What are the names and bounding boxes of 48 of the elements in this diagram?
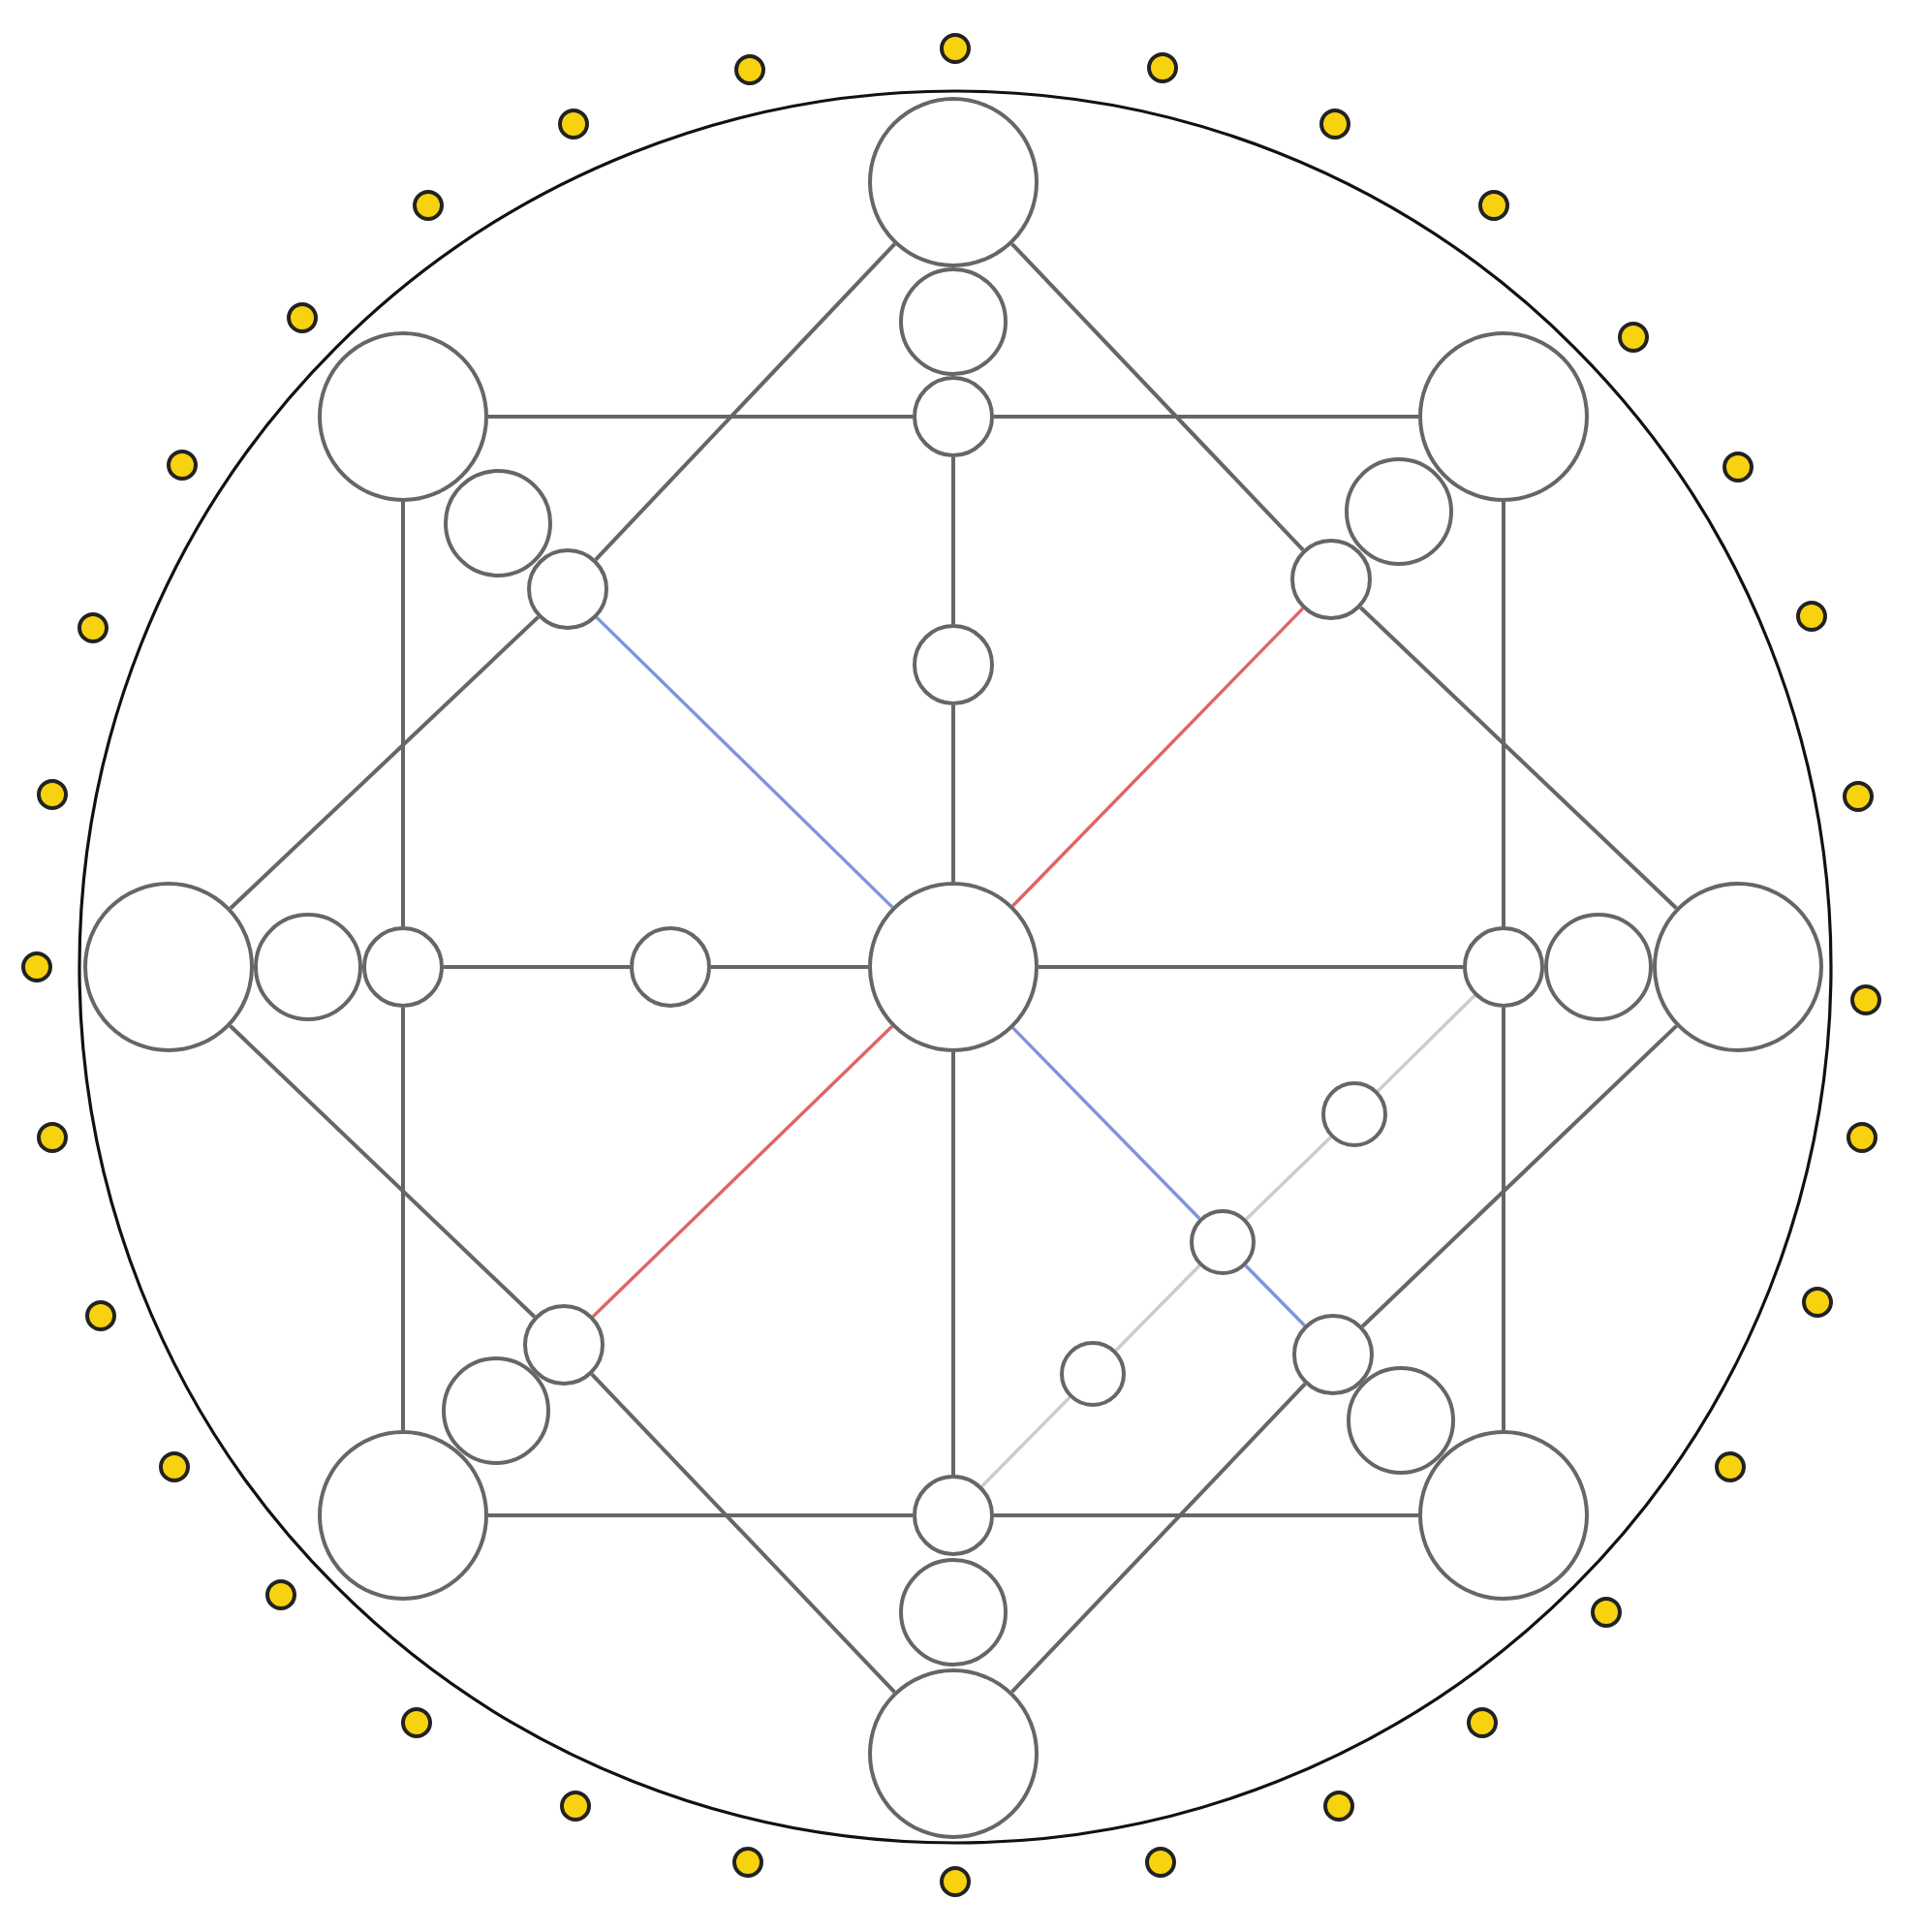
circle-node: [523, 1304, 605, 1386]
circle-node: [442, 1356, 550, 1465]
connector-line: [1377, 994, 1476, 1093]
connector-line: [711, 965, 868, 969]
connector-line: [1244, 1264, 1306, 1327]
connector-line: [1359, 606, 1678, 910]
circle-node: [630, 926, 711, 1008]
connector-line: [594, 242, 896, 561]
circle-node: [362, 926, 444, 1008]
connector-line: [488, 1513, 913, 1517]
connector-line: [951, 457, 955, 624]
connector-line: [1010, 1383, 1307, 1694]
circle-node: [1347, 1366, 1455, 1475]
circle-node: [527, 548, 608, 630]
connector-line: [591, 1025, 894, 1318]
connector-line: [1502, 1008, 1505, 1430]
connector-line: [1011, 1026, 1201, 1220]
connector-line: [951, 1052, 955, 1475]
circle-node: [1463, 926, 1544, 1008]
connector-line: [1010, 242, 1305, 551]
circle-node: [1321, 1081, 1387, 1147]
circle-node: [1190, 1209, 1256, 1275]
circle-node: [1060, 1341, 1126, 1407]
circle-node: [444, 469, 552, 577]
circle-node: [1292, 1314, 1374, 1395]
connector-line: [595, 616, 894, 909]
connector-line: [229, 1024, 537, 1319]
circle-node: [1345, 457, 1453, 566]
connector-line: [1011, 607, 1304, 908]
connector-line: [229, 615, 540, 910]
connector-line: [488, 415, 913, 419]
connector-line: [401, 1008, 405, 1430]
circle-node: [913, 376, 994, 457]
connector-line: [401, 502, 405, 926]
connector-line: [994, 1513, 1418, 1517]
connector-line: [980, 1396, 1071, 1488]
connector-line: [1039, 965, 1463, 969]
circle-node: [913, 624, 994, 705]
circle-node: [913, 1475, 994, 1556]
circle-node: [1290, 539, 1372, 620]
connector-line: [951, 705, 955, 882]
connector-line: [1114, 1264, 1201, 1352]
connector-line: [444, 965, 630, 969]
connector-line: [1502, 502, 1505, 926]
connector-line: [1360, 1024, 1678, 1328]
connector-line: [1245, 1136, 1332, 1221]
connector-line: [590, 1373, 896, 1694]
connector-line: [994, 415, 1418, 419]
